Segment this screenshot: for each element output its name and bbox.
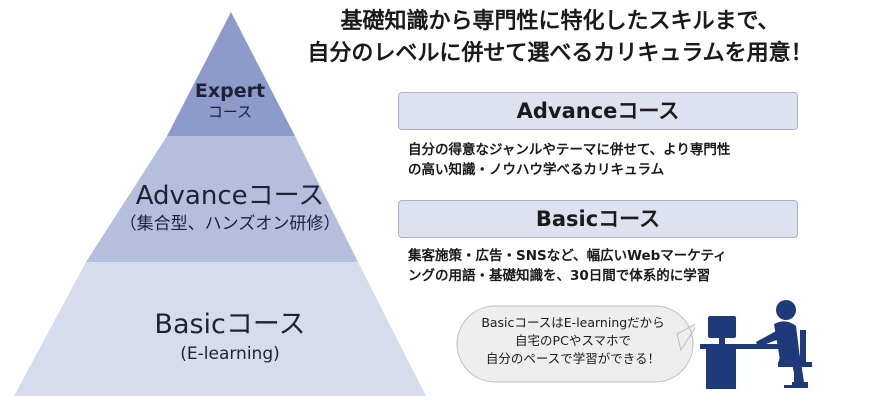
basic-desc-line-1: 集客施策・広告・SNSなど、幅広いWebマーケティ [408, 248, 727, 264]
pyramid-tier-expert [167, 12, 295, 136]
person-at-computer-icon [700, 300, 812, 389]
speech-bubble [456, 305, 695, 383]
basic-course-box: Basicコース [398, 200, 798, 238]
pyramid-tier-basic [14, 262, 426, 396]
advance-tier-subtitle: （集合型、ハンズオン研修） [119, 214, 341, 234]
headline-line-2: 自分のレベルに併せて選べるカリキュラムを用意！ [307, 41, 813, 66]
advance-desc-line-2: の高い知識・ノウハウ学べるカリキュラム [408, 162, 665, 178]
basic-tier-subtitle: (E-learning) [180, 344, 280, 364]
expert-tier-label: Expert コース [180, 80, 280, 122]
advance-tier-label: Advanceコース （集合型、ハンズオン研修） [80, 180, 380, 236]
headline: 基礎知識から専門性に特化したスキルまで、 自分のレベルに併せて選べるカリキュラム… [250, 6, 870, 70]
bubble-line-3: 自分のペースで学習ができる！ [485, 351, 661, 366]
bubble-line-2: 自宅のPCやスマホで [515, 333, 631, 348]
advance-course-box: Advanceコース [398, 92, 798, 130]
expert-tier-subtitle: コース [207, 103, 253, 121]
advance-tier-title: Advanceコース [135, 181, 325, 211]
basic-course-description: 集客施策・広告・SNSなど、幅広いWebマーケティ ングの用語・基礎知識を、30… [408, 246, 848, 286]
speech-bubble-text: BasicコースはE-learningだから 自宅のPCやスマホで 自分のペース… [462, 314, 684, 368]
basic-tier-title: Basicコース [154, 309, 306, 340]
course-pyramid [14, 12, 426, 396]
advance-course-description: 自分の得意なジャンルやテーマに併せて、より専門性 の高い知識・ノウハウ学べるカリ… [408, 140, 848, 180]
advance-desc-line-1: 自分の得意なジャンルやテーマに併せて、より専門性 [408, 142, 731, 158]
pyramid-tier-advance [86, 136, 358, 262]
headline-line-1: 基礎知識から専門性に特化したスキルまで、 [340, 9, 780, 34]
bubble-line-1: BasicコースはE-learningだから [481, 315, 665, 330]
expert-tier-title: Expert [194, 80, 266, 102]
basic-tier-label: Basicコース (E-learning) [60, 308, 400, 366]
basic-desc-line-2: ングの用語・基礎知識を、30日間で体系的に学習 [408, 268, 711, 284]
